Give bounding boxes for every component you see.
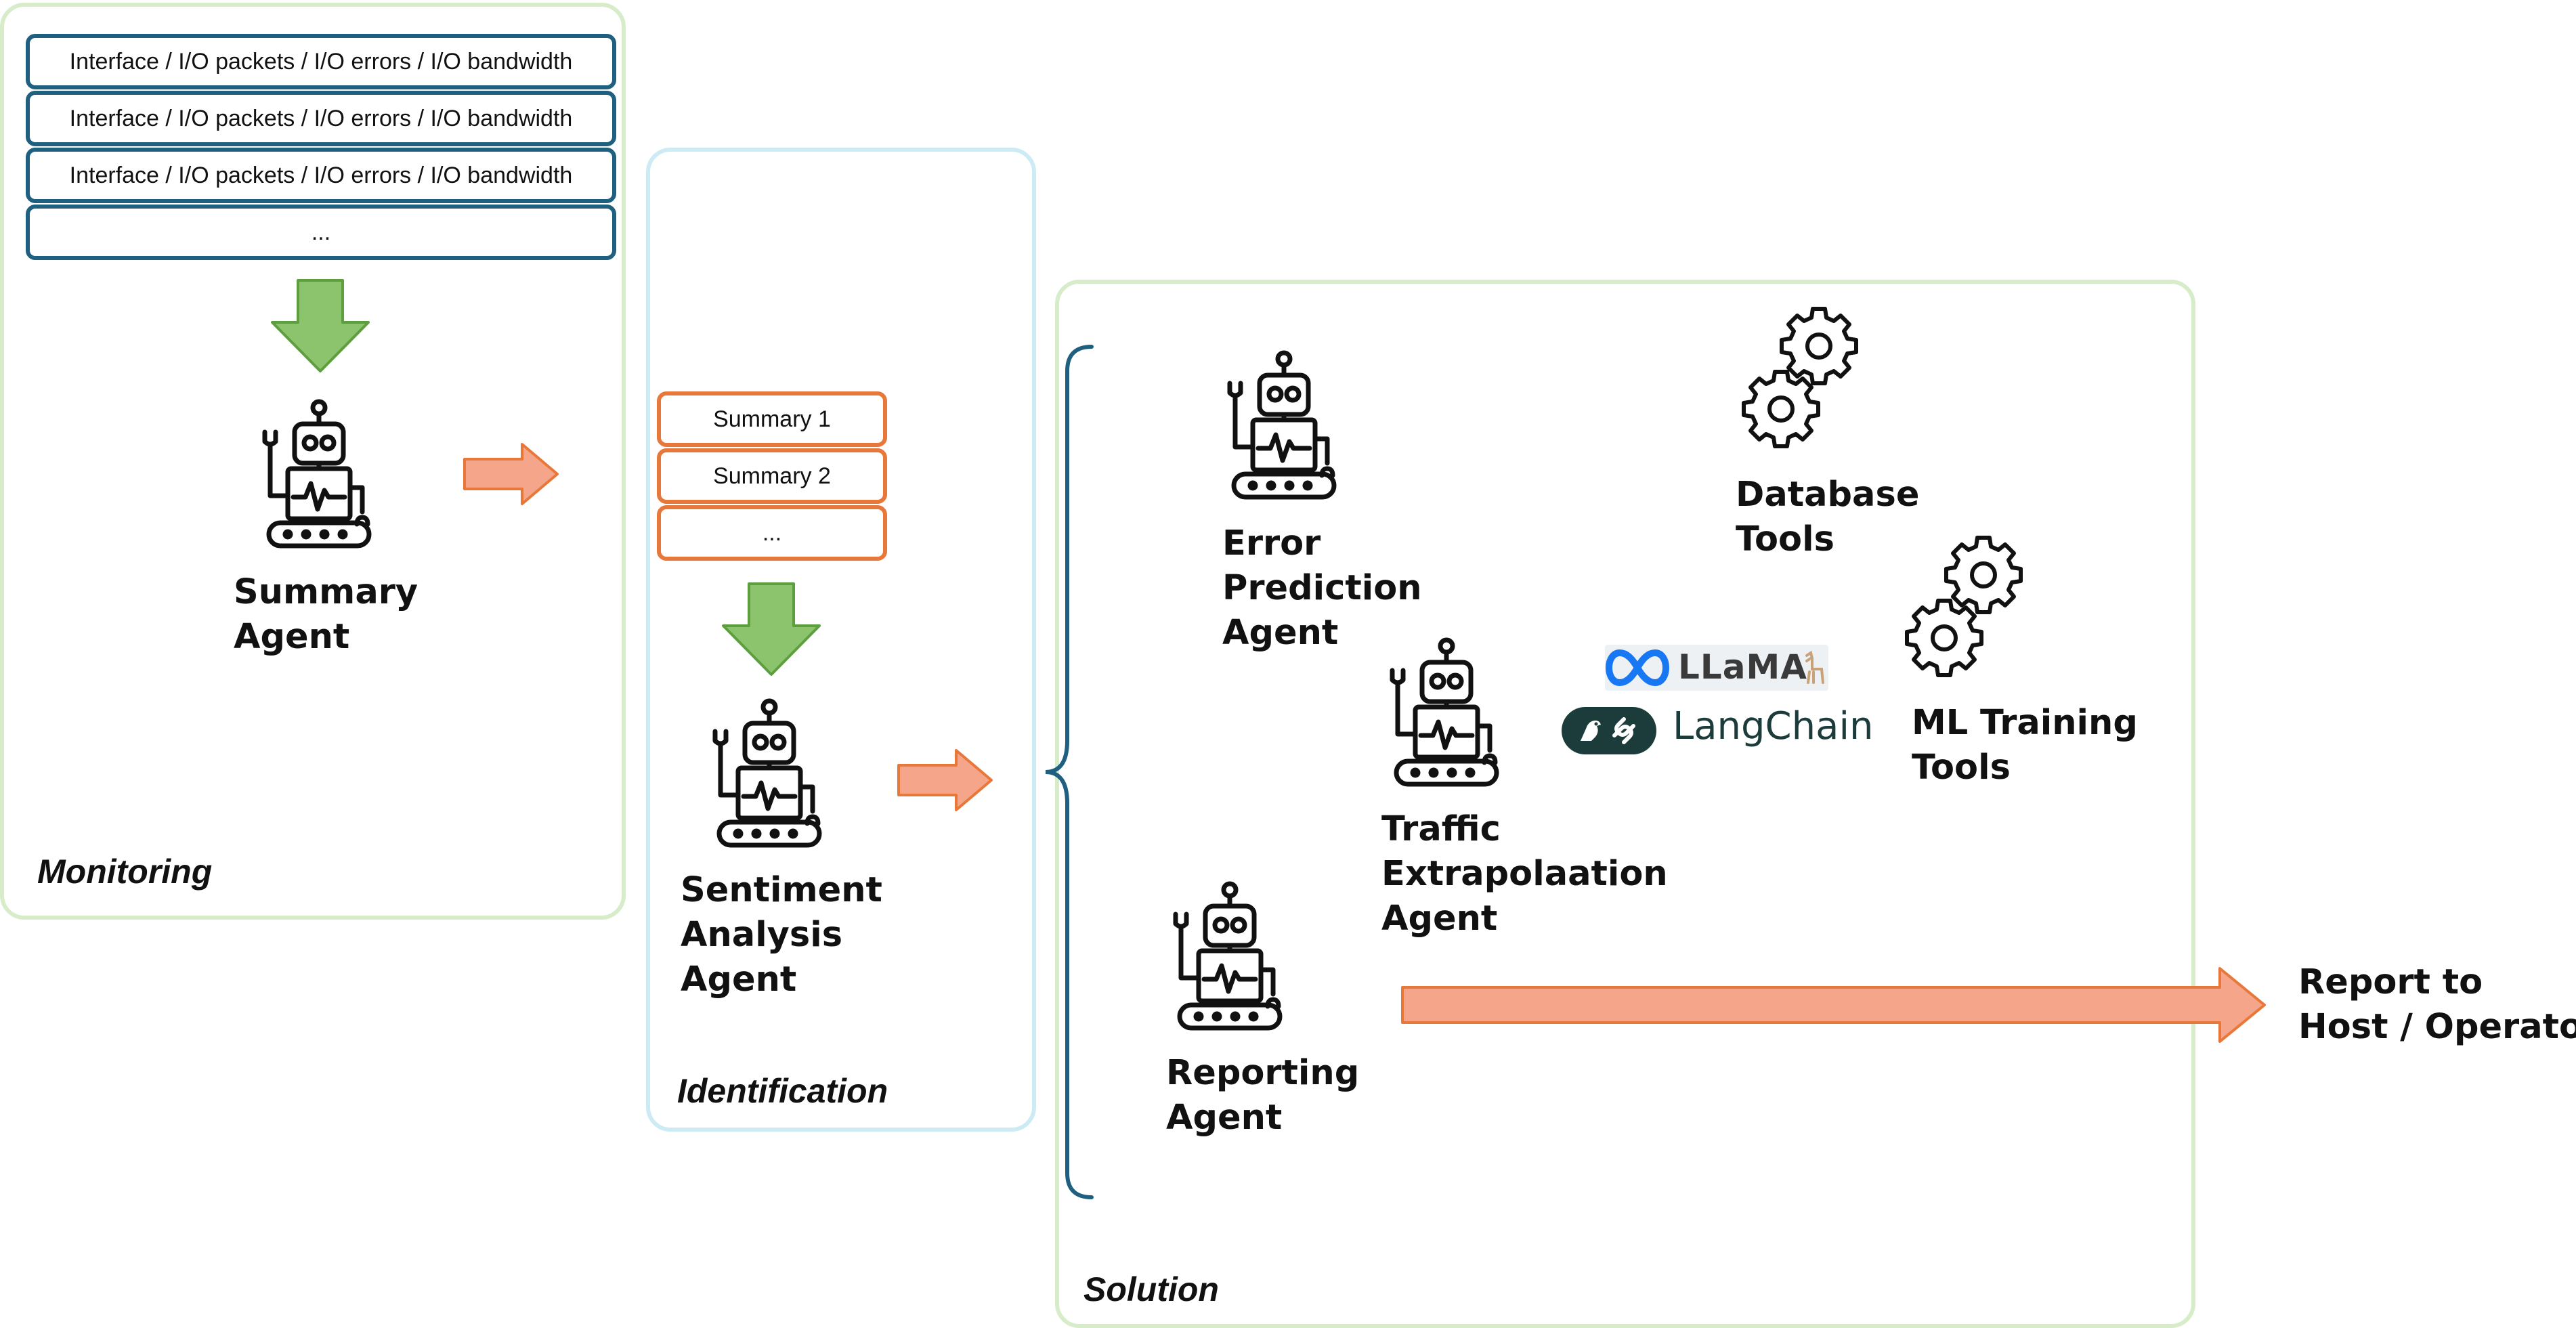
brace-icon — [1045, 345, 1094, 1199]
gear-icon — [1780, 307, 1858, 385]
summary-agent-label: Summary Agent — [234, 572, 418, 657]
langchain-badge — [1562, 707, 1656, 754]
right-arrow-icon — [897, 749, 993, 811]
gear-icon — [1905, 599, 1983, 677]
error-prediction-agent-label: Error Prediction Agent — [1222, 523, 1422, 653]
metric-row: Interface / I/O packets / I/O errors / I… — [26, 91, 616, 146]
robot-icon — [262, 399, 372, 549]
llama-logo — [1605, 645, 1828, 691]
traffic-agent-label: Traffic Extrapolaation Agent — [1381, 809, 1668, 939]
identification-panel — [646, 148, 1036, 1132]
robot-icon — [1390, 637, 1499, 787]
ml-training-tools-label: ML Training Tools — [1912, 703, 2138, 788]
sentiment-agent-label: Sentiment Analysis Agent — [681, 870, 882, 1000]
gear-icon — [1944, 536, 2023, 614]
robot-icon — [1173, 881, 1283, 1031]
langchain-parrot-icon — [1581, 717, 1635, 744]
robot-icon — [1227, 350, 1337, 500]
llama-text: LLaMA — [1678, 647, 1807, 687]
solution-panel — [1055, 280, 2195, 1328]
right-arrow-icon — [463, 443, 559, 505]
langchain-text: LangChain — [1673, 704, 1874, 748]
down-arrow-icon — [271, 279, 370, 372]
metric-row: Interface / I/O packets / I/O errors / I… — [26, 148, 616, 203]
solution-title: Solution — [1083, 1270, 1219, 1308]
report-label: Report to Host / Operator — [2298, 962, 2576, 1047]
long-right-arrow-icon — [1401, 967, 2266, 1043]
summary-row: Summary 1 — [657, 391, 887, 447]
summary-row-ellipsis: ... — [657, 505, 887, 561]
identification-title: Identification — [677, 1072, 888, 1110]
gear-icon — [1742, 370, 1820, 448]
meta-infinity-icon — [1606, 649, 1669, 686]
database-tools-label: Database Tools — [1736, 475, 1920, 559]
metric-row-ellipsis: ... — [26, 205, 616, 260]
robot-icon — [712, 698, 822, 848]
llama-animal-icon — [1805, 650, 1824, 684]
reporting-agent-label: Reporting Agent — [1166, 1053, 1360, 1138]
summary-row: Summary 2 — [657, 448, 887, 504]
down-arrow-icon — [722, 582, 821, 676]
metric-row: Interface / I/O packets / I/O errors / I… — [26, 34, 616, 89]
monitoring-title: Monitoring — [37, 853, 213, 891]
